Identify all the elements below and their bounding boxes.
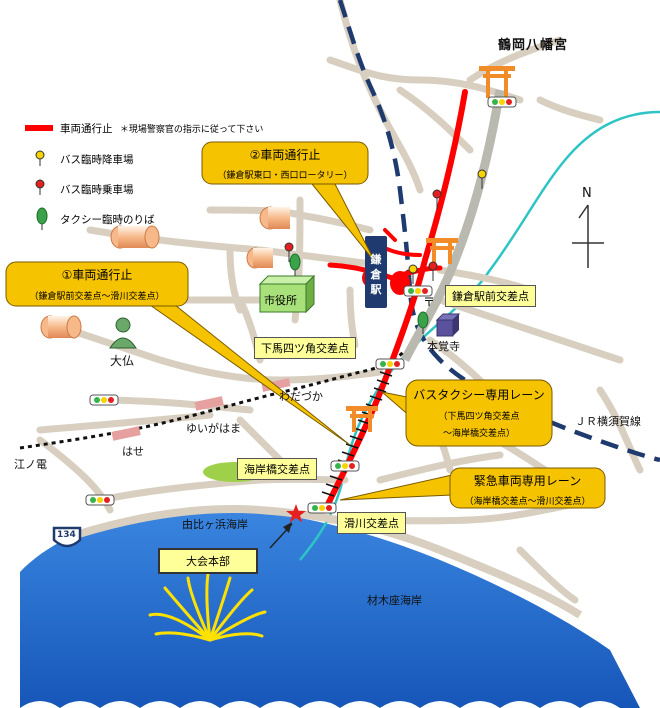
place-daibutsu: 大仏 [110,354,135,368]
tunnel-icon-upper [259,206,290,230]
bus-pickup-icon-1 [432,189,442,209]
bus-drop-icon-1 [477,169,487,189]
callout2-pointer [310,183,376,263]
callout-emergency: 緊急車両専用レーン （海岸橋交差点～滑川交差点） [450,472,605,507]
place-hongakuji: 本覚寺 [427,340,460,353]
place-beach-zaimokuza: 材木座海岸 [367,594,422,607]
callout-bus-taxi-sub2: ～海岸橋交差点） [442,429,515,439]
place-jr-line: ＪＲ横須賀線 [575,415,641,428]
daibutsu-icon [109,317,137,349]
intersection-namerikawa: 滑川交差点 [337,512,406,534]
place-station-kamakura: 鎌倉駅 [370,253,382,296]
sea [20,508,640,708]
taxi-icon-2 [417,311,429,334]
torii-icon-shrine [479,66,515,98]
callout-closure2-box [201,141,369,185]
hongakuji-building [435,313,461,337]
bus-stop-markers [284,169,487,284]
callout-closure2-title: ②車両通行止 [249,148,321,162]
north-label: N [582,186,592,201]
callout-bus-taxi: バスタクシー専用レーン （下馬四ツ角交差点 ～海岸橋交差点） [406,386,552,439]
headquarters-arrowhead [283,522,292,533]
legend-bus-drop-label: バス臨時降車場 [60,154,134,166]
tunnel-icon-middle [110,225,160,249]
callout-closure1-sub: （鎌倉駅前交差点～滑川交差点） [29,292,165,302]
callout-closure1-box [5,261,189,307]
bus-pickup-icon-2 [284,242,294,262]
intersection-geba-yotsukado: 下馬四ツ角交差点 [254,337,356,359]
callout-bus-taxi-sub1: （下馬四ツ角交差点 [438,412,520,422]
legend-taxi-icon [36,207,48,230]
legend-bus-drop-icon [35,150,45,166]
enoden-line [19,349,407,450]
bus-drop-icon-2 [408,264,418,284]
taxi-icon-1 [289,253,301,276]
post-office-icon: 〒 [423,295,435,309]
jr-yokosuka-line [337,0,660,463]
intersection-kamakura-eki-mae: 鎌倉駅前交差点 [445,285,536,307]
enoden-hase-platform [111,426,141,441]
legend-taxi-label: タクシー臨時のりば [60,214,155,226]
taxi-stand-markers [289,253,429,334]
fireworks-icon [148,572,267,642]
headquarters-label: 大会本部 [158,548,258,574]
place-city-hall: 市役所 [264,294,297,307]
traffic-light-icons [85,96,517,514]
legend-closure-label: 車両通行止 [60,123,113,135]
legend-closure-note: ＊現場警察官の指示に従って下さい [119,125,264,135]
place-enoden: 江ノ電 [14,458,47,471]
headquarters-star-icon [286,504,306,523]
torii-icon-lower [346,406,378,432]
callout-closure2: ②車両通行止 （鎌倉駅東口・西口ロータリー） [202,146,368,181]
callout-bus-taxi-title: バスタクシー専用レーン [413,388,545,402]
callout-closure1: ①車両通行止 （鎌倉駅前交差点～滑川交差点） [6,266,188,302]
legend-bus-pick-icon [35,179,45,195]
bus-pickup-icon-3 [428,261,438,281]
tunnel-icon-cityhall [246,247,273,269]
legend-closure-swatch [25,125,53,131]
place-shrine: 鶴岡八幡宮 [498,38,569,53]
callout-bus-taxi-box [405,379,553,447]
north-arrow-icon [572,204,604,268]
tunnel-icon-west [40,315,82,339]
place-wadazuka: わだづか [279,390,323,403]
city-hall-building [258,274,316,314]
place-yuigahama: ゆいがはま [186,422,241,435]
callout-closure2-sub: （鎌倉駅東口・西口ロータリー） [217,171,353,181]
place-hase: はせ [122,445,144,458]
callout-emergency-box [449,467,606,509]
enoden-yuigahama-platform [194,396,224,411]
callout-emergency-title: 緊急車両専用レーン [473,474,582,488]
legend-bus-pick-label: バス臨時乗車場 [60,184,134,196]
torii-icon-middle [426,238,458,264]
intersection-kaigan-bashi: 海岸橋交差点 [237,458,317,480]
callout-closure1-title: ①車両通行止 [61,268,133,282]
legend-closure: 車両通行止 ＊現場警察官の指示に従って下さい [60,121,263,136]
place-beach-yuigahama: 由比ヶ浜海岸 [182,518,248,531]
route-134-shield [52,526,82,548]
callout-emergency-sub: （海岸橋交差点～滑川交差点） [464,497,591,507]
sea-wave-edge [20,701,620,708]
route-134-number: 134 [57,530,76,540]
